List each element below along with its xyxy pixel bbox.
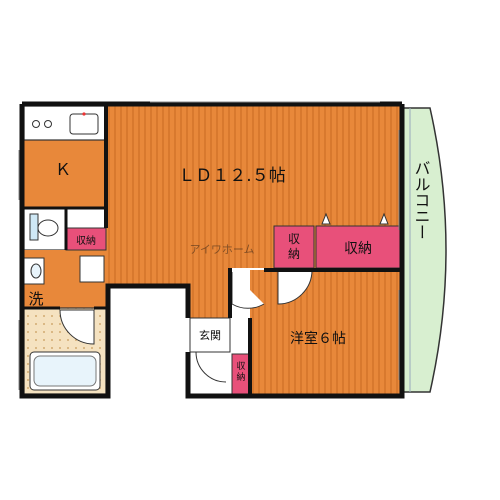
door-swing-bath bbox=[59, 309, 95, 345]
storage-ld-small bbox=[273, 225, 315, 269]
label-storage-ld-large: 収納 bbox=[344, 241, 372, 257]
label-balcony: バルコニー bbox=[412, 160, 431, 240]
label-washroom: 洗 bbox=[28, 290, 43, 308]
entrance-floor bbox=[189, 317, 231, 353]
western-room-floor bbox=[250, 270, 400, 394]
hall-floor bbox=[190, 268, 230, 318]
door-swing-ld bbox=[231, 272, 265, 309]
balcony-area bbox=[401, 107, 447, 393]
washer-space bbox=[79, 255, 105, 283]
label-storage-kitchen: 収納 bbox=[76, 234, 96, 247]
watermark: アイワホーム bbox=[189, 243, 254, 256]
kitchen-floor bbox=[24, 140, 106, 208]
label-entrance: 玄関 bbox=[199, 328, 221, 342]
label-kitchen: Ｋ bbox=[55, 160, 71, 179]
label-storage-entrance: 収納 bbox=[236, 360, 245, 383]
windows bbox=[18, 101, 400, 390]
door-swing-room bbox=[277, 269, 313, 305]
label-storage-ld-small: 収納 bbox=[288, 232, 300, 261]
toilet-icon bbox=[29, 213, 39, 241]
walls bbox=[19, 101, 405, 399]
label-ld: ＬＤ１２.５帖 bbox=[178, 166, 285, 186]
label-western-room: 洋室６帖 bbox=[290, 330, 346, 347]
